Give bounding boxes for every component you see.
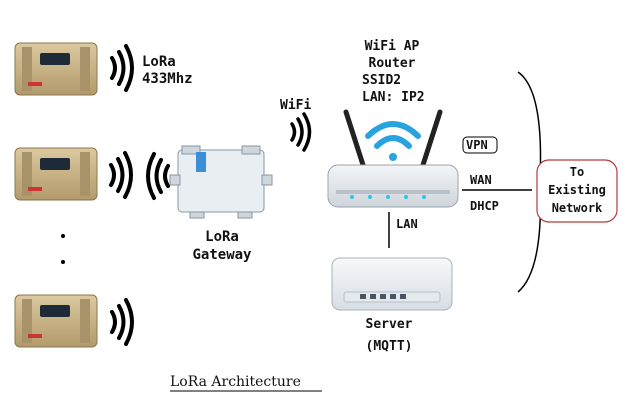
diagram-caption: LoRa Architecture xyxy=(170,374,301,390)
server-label: Server (MQTT) xyxy=(348,316,430,355)
wan-label: WAN xyxy=(470,172,492,189)
router-label: WiFi AP Router SSID2 LAN: IP2 xyxy=(352,38,432,106)
lora-sensor-icon-1 xyxy=(14,42,98,96)
lora-band-line-1: LoRa xyxy=(142,54,176,70)
vpn-text: VPN xyxy=(466,138,488,152)
wan-text: WAN xyxy=(470,173,492,187)
lora-band-line-2: 433Mhz xyxy=(142,71,193,87)
lora-sensor-icon-2 xyxy=(14,147,98,201)
network-box xyxy=(536,159,618,223)
wifi-logo-icon xyxy=(365,121,421,161)
lora-band-label: LoRa 433Mhz xyxy=(142,54,193,88)
network-line-1: To xyxy=(569,165,585,179)
dhcp-label: DHCP xyxy=(470,198,499,215)
radio-waves-icon-2 xyxy=(109,151,133,199)
lan-label: LAN xyxy=(396,216,418,233)
vpn-label: VPN xyxy=(466,137,488,153)
network-line-3: Network xyxy=(551,201,603,215)
server-line-1: Server xyxy=(365,317,413,332)
server-icon xyxy=(331,257,453,311)
wifi-text: WiFi xyxy=(280,98,312,113)
gateway-line-1: LoRa xyxy=(205,229,239,245)
router-line-3: SSID2 xyxy=(362,73,402,88)
lora-sensor-icon-3 xyxy=(14,294,98,348)
router-icon xyxy=(327,109,459,208)
dhcp-text: DHCP xyxy=(470,199,499,213)
gateway-line-2: Gateway xyxy=(192,247,252,263)
radio-waves-icon-3 xyxy=(110,298,134,346)
ellipsis-dot-2 xyxy=(61,260,65,264)
caption-text: LoRa Architecture xyxy=(170,374,301,390)
router-line-2: Router xyxy=(368,56,416,71)
router-line-1: WiFi AP xyxy=(364,39,420,54)
radio-waves-icon-wifi xyxy=(290,112,312,152)
vpn-box xyxy=(462,136,498,154)
ellipsis-dot-1 xyxy=(61,234,65,238)
gateway-icon xyxy=(169,145,273,219)
lan-text: LAN xyxy=(396,217,418,231)
radio-waves-icon-1 xyxy=(110,44,134,92)
radio-waves-icon-gateway xyxy=(146,152,170,200)
network-line-2: Existing xyxy=(548,183,606,197)
network-label: To Existing Network xyxy=(537,163,617,217)
router-line-4: LAN: IP2 xyxy=(362,90,425,105)
gateway-label: LoRa Gateway xyxy=(180,228,264,264)
server-line-2: (MQTT) xyxy=(365,339,413,354)
wifi-label: WiFi xyxy=(280,97,311,114)
